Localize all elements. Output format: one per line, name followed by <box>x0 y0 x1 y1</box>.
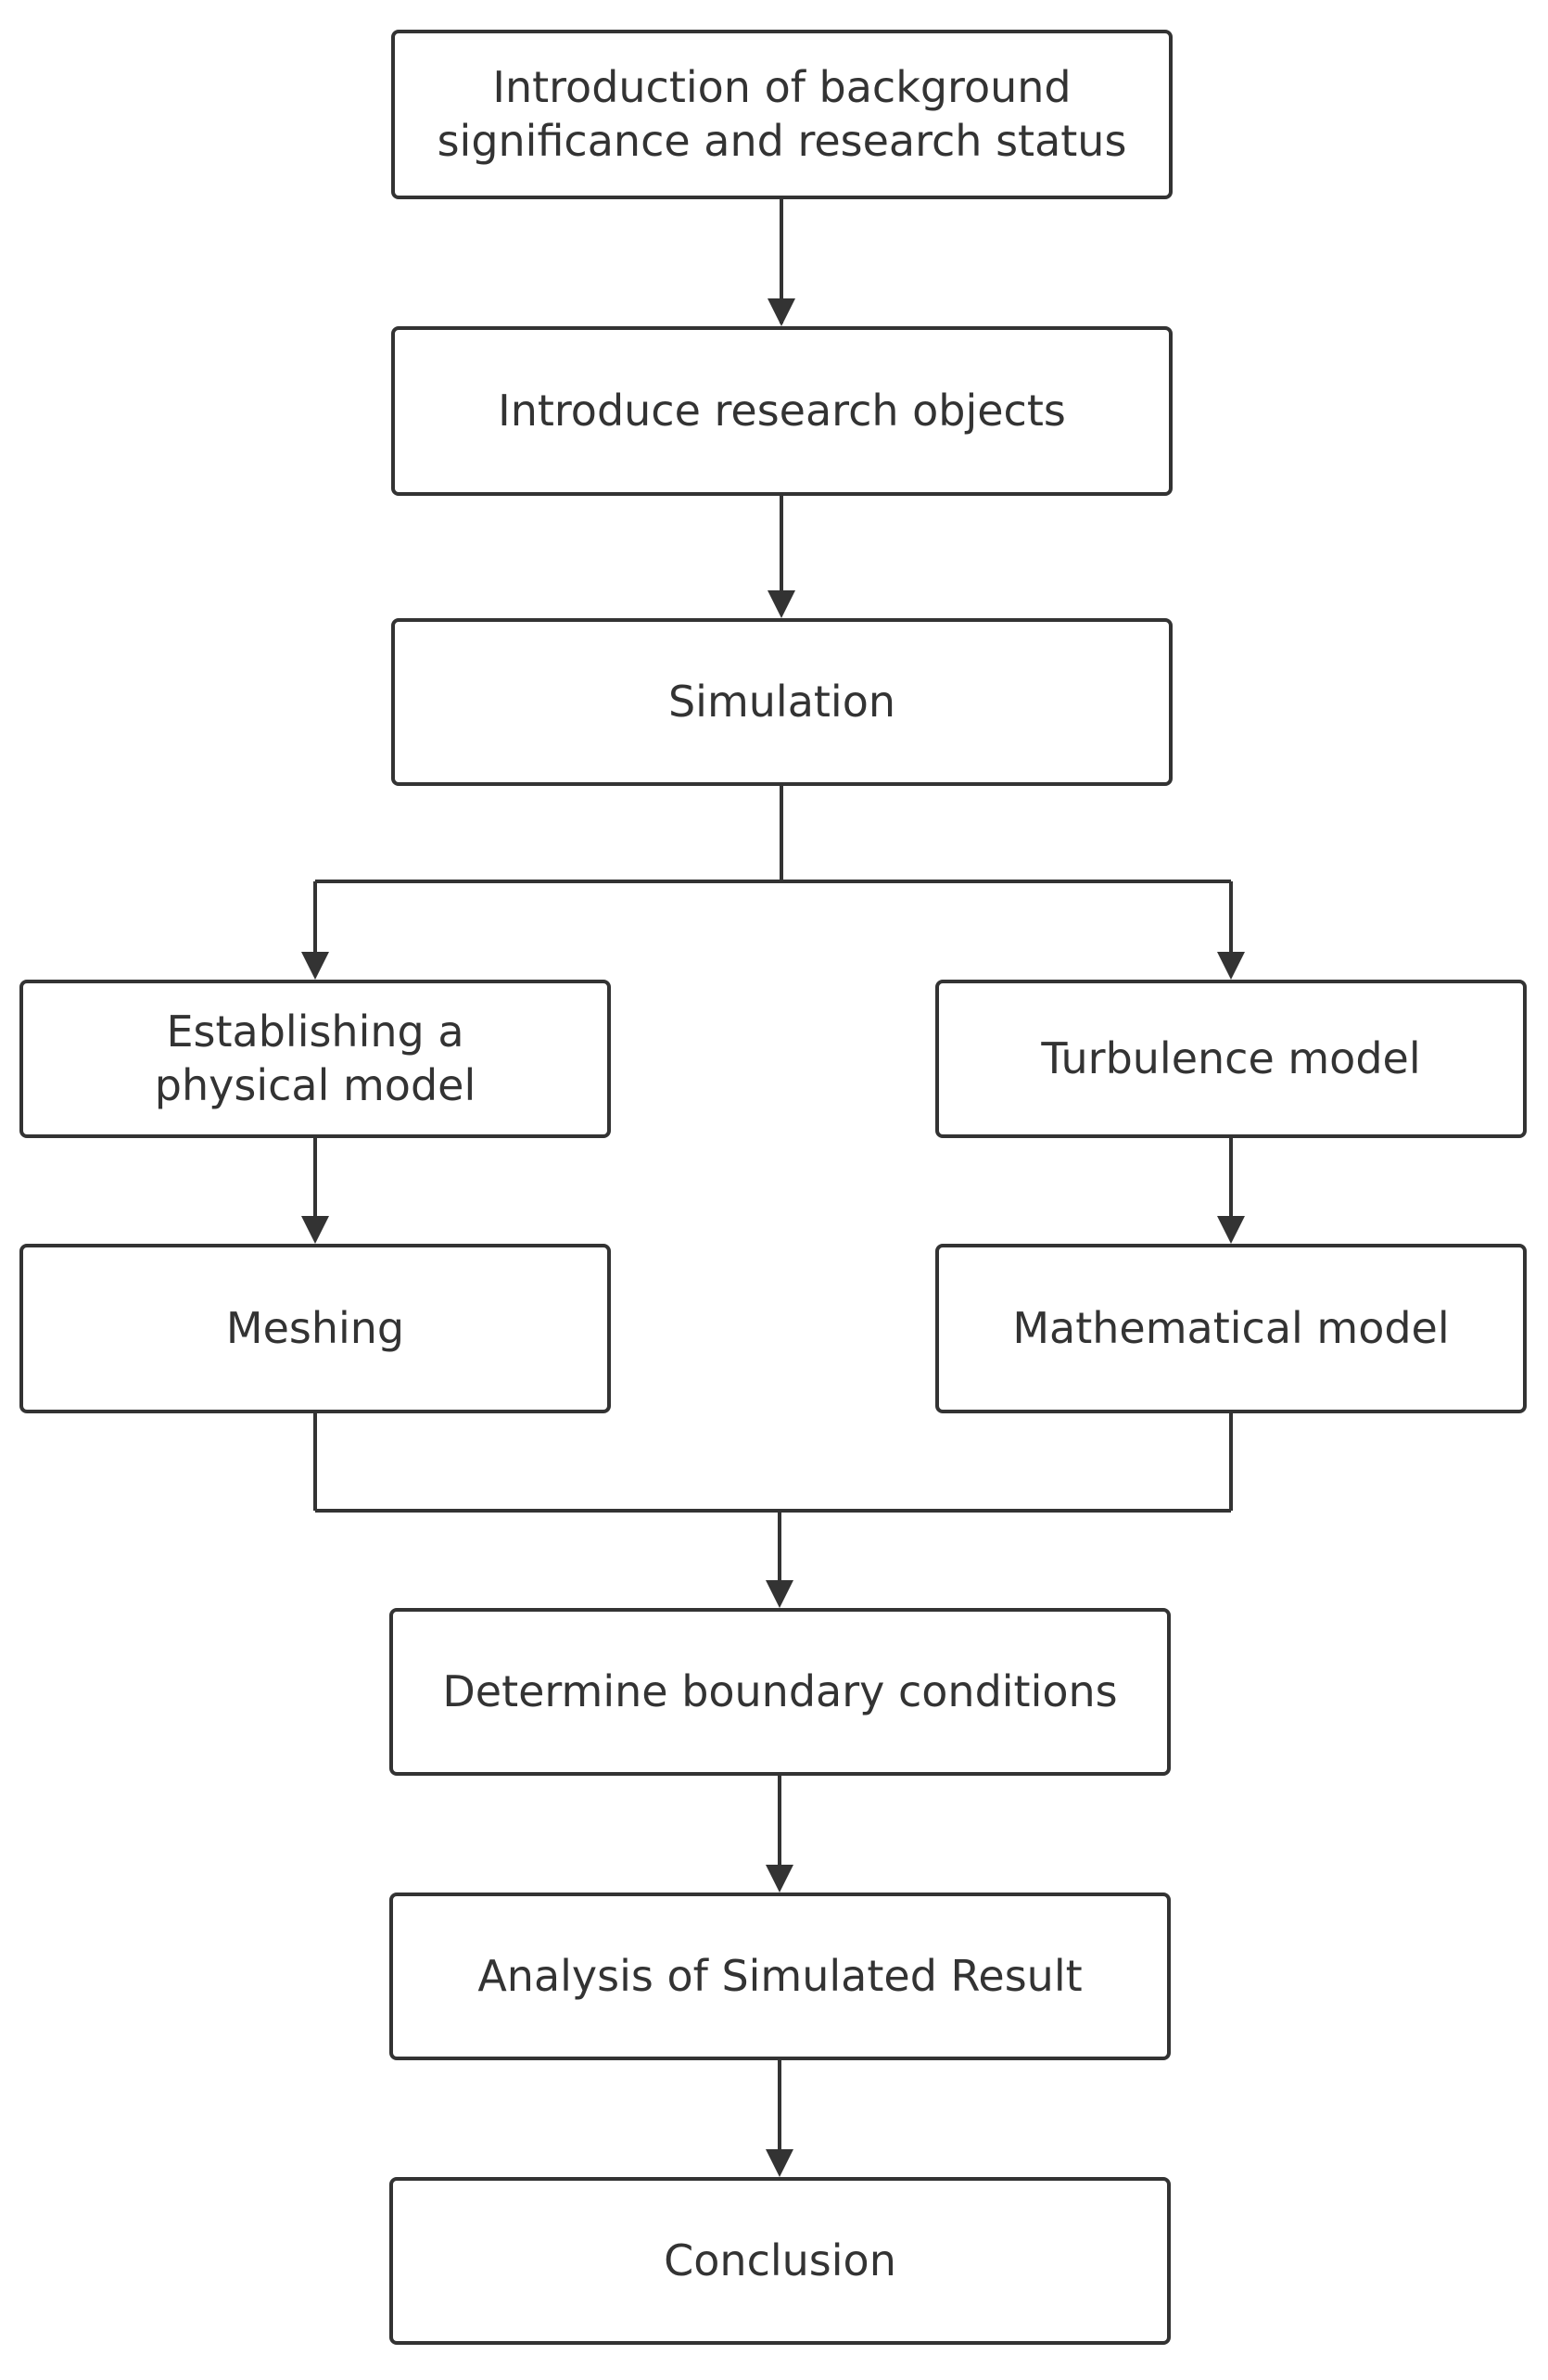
node-establishing-physical-model: Establishing a physical model <box>19 980 611 1138</box>
node-mathematical-model: Mathematical model <box>935 1244 1527 1413</box>
arrowhead-simulation <box>768 590 795 618</box>
arrowhead-physical-model <box>301 952 329 980</box>
node-conclusion: Conclusion <box>389 2177 1171 2345</box>
arrowhead-meshing <box>301 1216 329 1244</box>
node-turbulence-model-label: Turbulence model <box>1041 1032 1421 1083</box>
node-introduction-background-line-2: significance and research status <box>437 115 1127 166</box>
node-introduction-background-line-1: Introduction of background <box>492 62 1072 112</box>
node-determine-boundary-conditions-label: Determine boundary conditions <box>442 1665 1118 1716</box>
node-turbulence-model: Turbulence model <box>935 980 1527 1138</box>
node-introduce-research-objects: Introduce research objects <box>391 326 1173 496</box>
arrowhead-turbulence-model <box>1217 952 1245 980</box>
node-establishing-physical-model-line-1: Establishing a <box>166 1006 464 1057</box>
node-establishing-physical-model-line-2: physical model <box>154 1059 476 1110</box>
node-determine-boundary-conditions: Determine boundary conditions <box>389 1608 1171 1776</box>
arrowhead-research-objects <box>768 298 795 326</box>
node-simulation-label: Simulation <box>667 676 896 727</box>
node-meshing: Meshing <box>19 1244 611 1413</box>
node-mathematical-model-label: Mathematical model <box>1012 1302 1450 1353</box>
arrowhead-analysis <box>766 1865 793 1893</box>
node-analysis-simulated-result-label: Analysis of Simulated Result <box>477 1950 1083 2001</box>
arrowhead-conclusion <box>766 2149 793 2177</box>
node-introduction-background: Introduction of background significance … <box>391 30 1173 199</box>
arrowhead-boundary-conditions <box>766 1580 793 1608</box>
node-meshing-label: Meshing <box>225 1302 405 1353</box>
arrowhead-mathematical-model <box>1217 1216 1245 1244</box>
node-simulation: Simulation <box>391 618 1173 786</box>
node-analysis-simulated-result: Analysis of Simulated Result <box>389 1893 1171 2060</box>
node-introduce-research-objects-label: Introduce research objects <box>498 385 1066 436</box>
node-conclusion-label: Conclusion <box>664 2234 896 2285</box>
